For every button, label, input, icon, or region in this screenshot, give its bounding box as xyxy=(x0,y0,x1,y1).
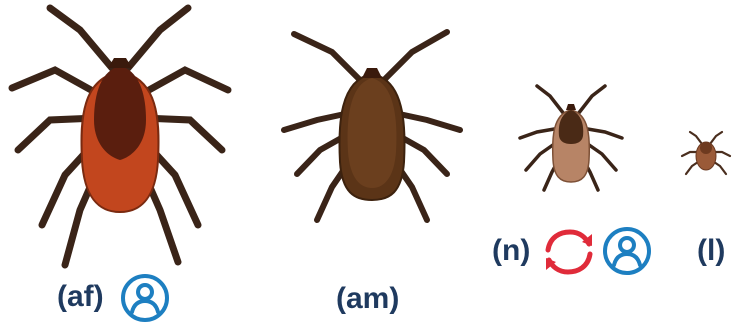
larva-label: (l) xyxy=(697,236,725,266)
adult-female-label: (af) xyxy=(57,282,104,312)
person-icon xyxy=(120,273,170,323)
adult-male-tick-illustration xyxy=(272,22,472,232)
cycle-arrows-icon xyxy=(540,228,598,276)
adult-female-tick-illustration xyxy=(0,0,240,275)
person-icon xyxy=(602,226,652,276)
nymph-tick-illustration xyxy=(512,80,630,198)
nymph-label: (n) xyxy=(492,236,530,266)
larva-tick-illustration xyxy=(680,130,732,178)
adult-male-label: (am) xyxy=(336,284,399,314)
